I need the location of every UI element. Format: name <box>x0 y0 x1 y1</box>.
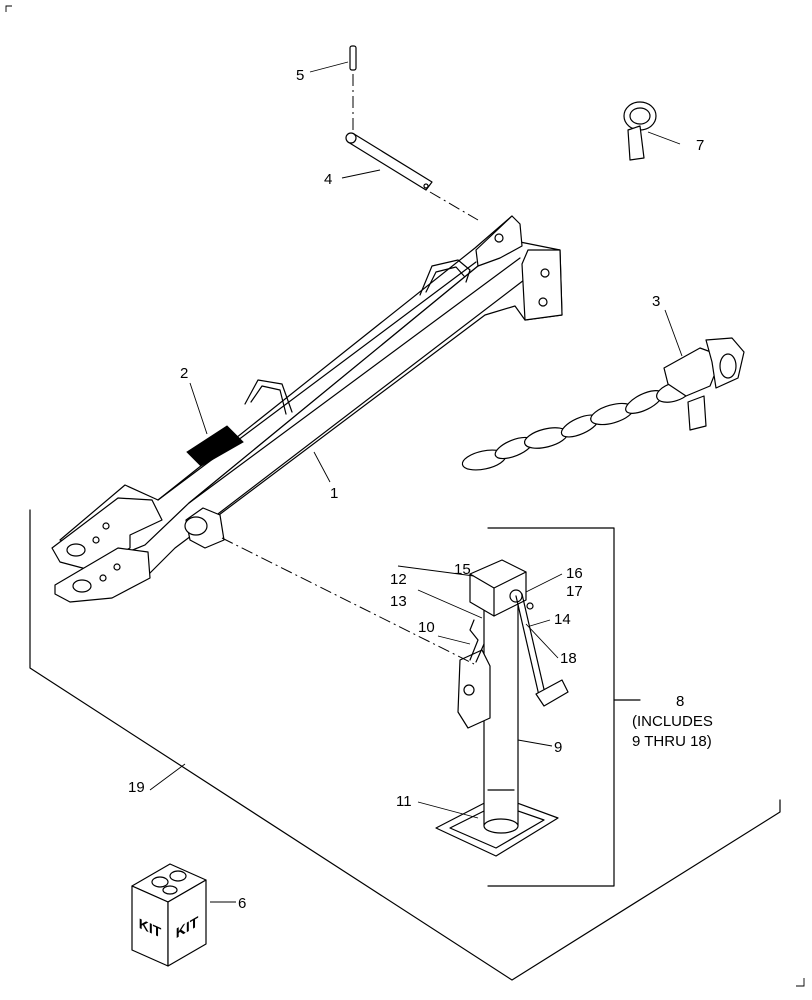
center-line-pin-tongue <box>429 191 479 221</box>
callout-7: 7 <box>696 137 704 154</box>
callout-9: 9 <box>554 739 562 756</box>
hitch-pin <box>345 132 433 191</box>
callout-18: 18 <box>560 650 577 667</box>
callout-2: 2 <box>180 365 188 382</box>
callout-10: 10 <box>418 619 435 636</box>
callout-8-note-line2: 9 THRU 18) <box>632 733 712 750</box>
corner-mark-top-left <box>5 5 12 12</box>
callout-8-note-line1: (INCLUDES <box>632 713 713 730</box>
callout-3: 3 <box>652 293 660 310</box>
center-line-jack-mount <box>221 537 475 665</box>
callout-11: 11 <box>396 793 412 810</box>
callout-19: 19 <box>128 779 145 796</box>
callout-6: 6 <box>238 895 246 912</box>
callout-5: 5 <box>296 67 304 84</box>
callout-17: 17 <box>566 583 583 600</box>
safety-chain <box>461 337 745 471</box>
ring-pin <box>623 101 657 161</box>
leader-lines <box>149 61 683 903</box>
kit-boundary-outline <box>29 509 781 981</box>
callout-13: 13 <box>390 593 407 610</box>
callout-15: 15 <box>454 561 471 578</box>
hardware-kit-box: KIT KIT <box>131 863 207 967</box>
callout-12: 12 <box>390 571 407 588</box>
jack-assembly-bracket <box>487 527 615 887</box>
corner-mark-bottom-right <box>796 978 805 987</box>
tongue-drawbar <box>51 215 563 603</box>
callout-8: 8 <box>676 693 684 710</box>
callout-14: 14 <box>554 611 571 628</box>
jack <box>435 559 569 857</box>
callout-4: 4 <box>324 171 332 188</box>
callout-1: 1 <box>330 485 338 502</box>
callout-16: 16 <box>566 565 583 582</box>
clip-pin <box>349 45 357 71</box>
